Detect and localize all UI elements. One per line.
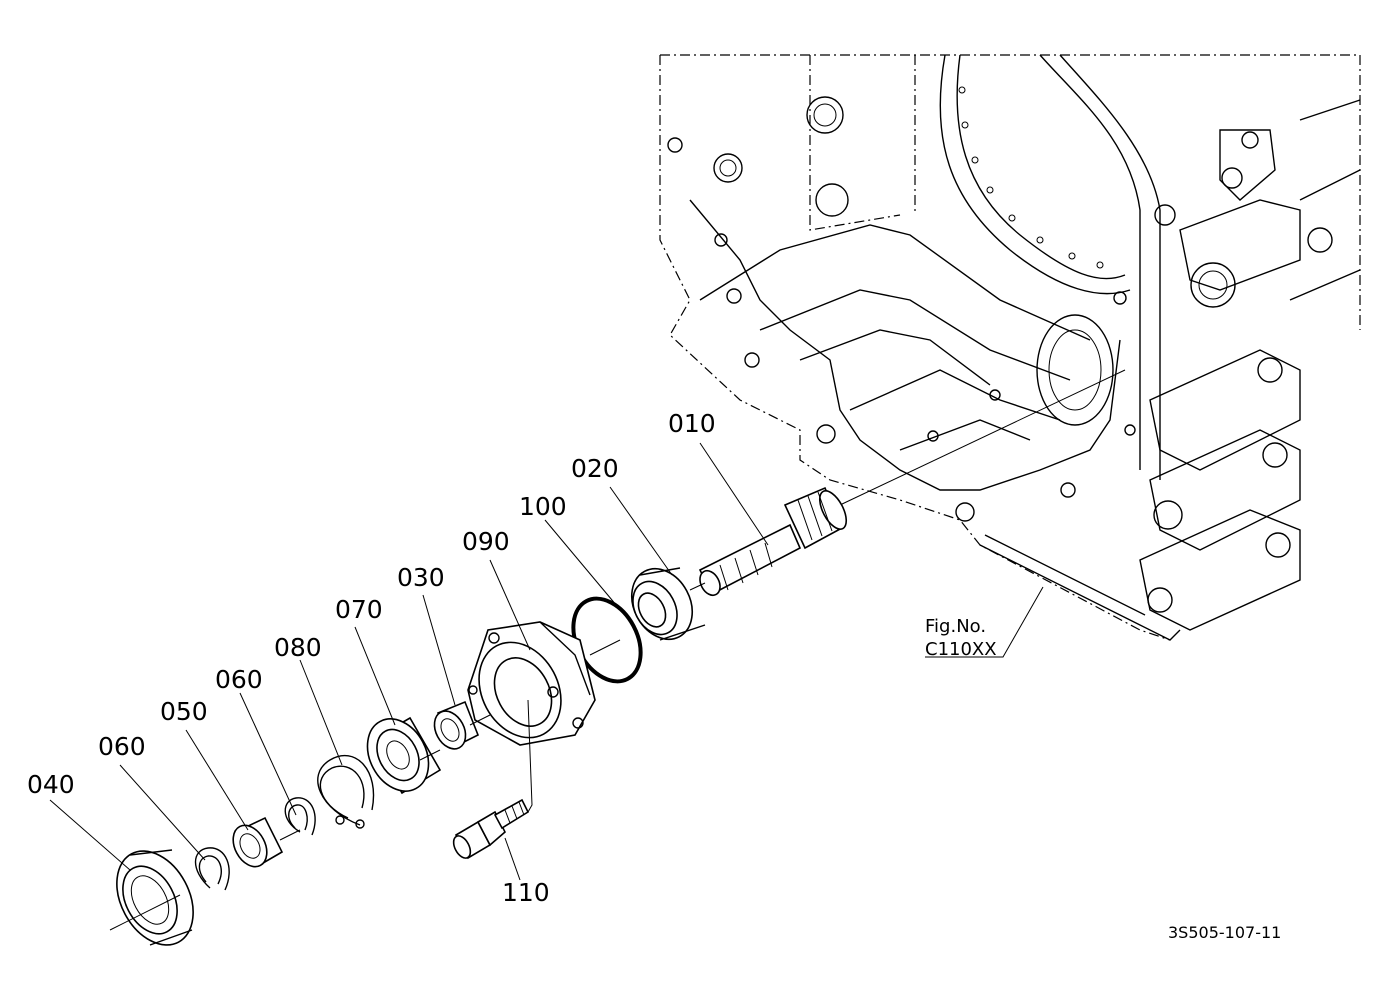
label-100: 100 <box>519 492 567 521</box>
part-020-bearing <box>630 567 706 641</box>
part-060-circlip-upper <box>284 797 316 836</box>
label-060-upper: 060 <box>215 665 263 694</box>
part-080-snap-ring <box>317 754 375 829</box>
drawing-code: 3S505-107-11 <box>1168 923 1281 942</box>
leader-lines <box>49 442 1044 881</box>
label-030: 030 <box>397 563 445 592</box>
part-070-bearing <box>366 716 442 795</box>
label-110: 110 <box>502 878 550 907</box>
label-050: 050 <box>160 697 208 726</box>
label-060-lower: 060 <box>98 732 146 761</box>
label-090: 090 <box>462 527 510 556</box>
part-010-shaft <box>698 486 848 597</box>
part-110-bolt <box>452 798 530 860</box>
part-090-housing <box>467 621 596 746</box>
label-080: 080 <box>274 633 322 662</box>
label-040: 040 <box>27 770 75 799</box>
fig-ref-line2: C110XX <box>925 639 997 660</box>
transmission-housing <box>659 54 1361 641</box>
part-040-oil-seal <box>116 849 194 946</box>
figure-reference: Fig.No. C110XX <box>925 616 997 660</box>
part-030-collar <box>433 700 480 750</box>
exploded-parts <box>109 486 848 946</box>
label-070: 070 <box>335 595 383 624</box>
part-060-circlip-lower <box>194 847 230 891</box>
part-labels: 010 020 100 090 030 070 080 060 050 060 … <box>27 409 716 907</box>
label-010: 010 <box>668 409 716 438</box>
label-020: 020 <box>571 454 619 483</box>
fig-ref-line1: Fig.No. <box>925 616 986 637</box>
part-050-collar <box>232 816 284 868</box>
